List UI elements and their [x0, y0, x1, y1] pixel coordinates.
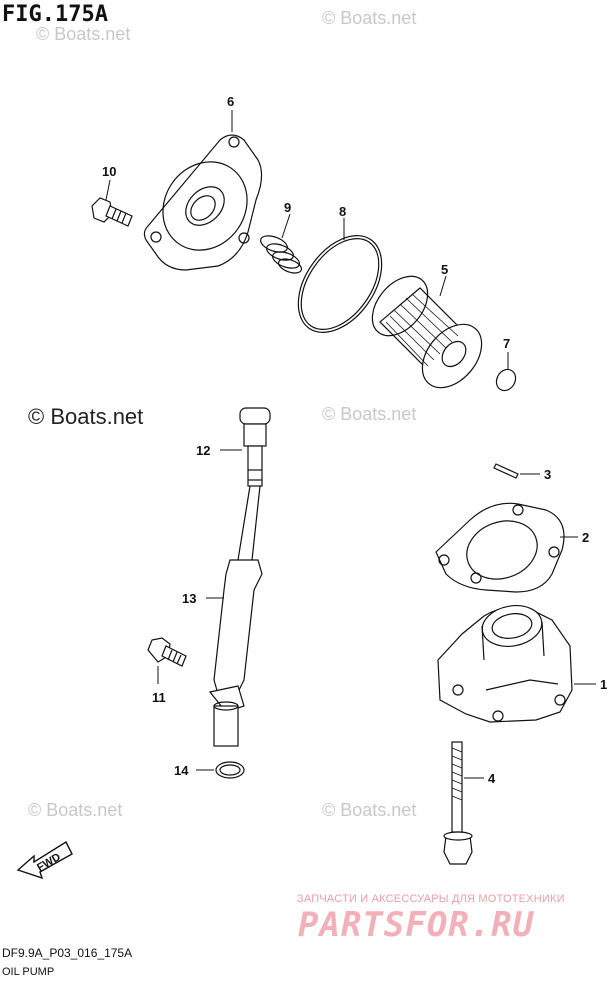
- callout-13: 13: [182, 591, 196, 606]
- figure-title: FIG.175A: [2, 2, 108, 27]
- part-4-bolt: [443, 741, 473, 865]
- brand-tagline: ЗАПЧАСТИ И АКСЕССУАРЫ ДЛЯ МОТОТЕХНИКИ: [297, 893, 565, 905]
- watermark: © Boats.net: [322, 800, 417, 820]
- figure-code: DF9.9A_P03_016_175A: [2, 946, 133, 960]
- fwd-arrow-icon: [16, 840, 73, 880]
- callout-3: 3: [544, 467, 551, 482]
- part-13-strainer-body: [208, 559, 263, 747]
- callout-9: 9: [284, 200, 291, 215]
- callout-6: 6: [227, 94, 234, 109]
- part-1-pump-body: [437, 605, 573, 723]
- part-6-cover: [143, 134, 263, 271]
- part-5-oil-filter: [371, 275, 483, 389]
- part-10-bolt: [91, 197, 133, 227]
- part-7-small-o-ring: [495, 368, 517, 392]
- watermark: © Boats.net: [28, 800, 123, 820]
- part-8-o-ring: [297, 235, 383, 333]
- watermark: © Boats.net: [322, 8, 417, 28]
- part-3-pin: [493, 463, 519, 479]
- callout-7: 7: [503, 336, 510, 351]
- callout-14: 14: [174, 763, 189, 778]
- part-9-spring: [260, 235, 303, 274]
- callout-1: 1: [600, 677, 607, 692]
- callout-11: 11: [152, 690, 166, 705]
- callout-4: 4: [488, 771, 496, 786]
- callout-8: 8: [339, 204, 346, 219]
- watermark-large: © Boats.net: [28, 404, 144, 429]
- callout-2: 2: [582, 530, 589, 545]
- watermark: © Boats.net: [36, 24, 131, 44]
- callout-10: 10: [102, 164, 116, 179]
- callout-12: 12: [196, 443, 210, 458]
- watermark: © Boats.net: [322, 404, 417, 424]
- fwd-label: FWD: [35, 851, 63, 874]
- part-11-bolt: [147, 637, 187, 667]
- callout-5: 5: [441, 262, 448, 277]
- brand-logo: PARTSFOR.RU: [298, 905, 535, 945]
- part-2-gasket: [435, 502, 565, 593]
- figure-subtitle: OIL PUMP: [2, 966, 55, 978]
- part-14-o-ring: [215, 761, 245, 779]
- part-12-strainer-top: [237, 407, 271, 561]
